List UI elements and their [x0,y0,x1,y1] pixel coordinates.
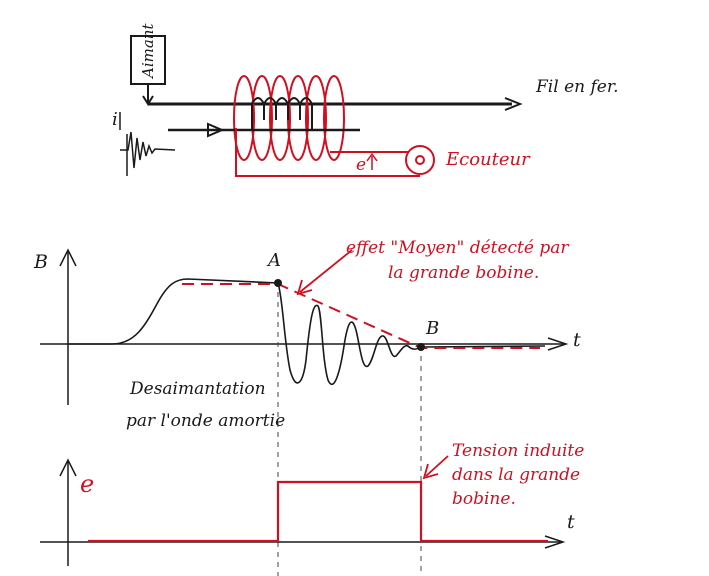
coil-setup-sketch: Aimant Fil en fer. i [112,23,619,177]
wire-label: Fil en fer. [535,77,619,97]
mean-effect-note-line1: effet "Moyen" détecté par [346,238,569,258]
demag-note-line1: Desaimantation [129,379,266,399]
earphone-label: Ecouteur [445,149,531,170]
b-graph: B t A B effet "Moyen" détecté par la gra… [33,238,581,576]
earphone-icon [405,145,435,175]
e-pulse [88,480,548,543]
mean-effect-pointer [299,249,353,293]
coil-output-loop [235,128,420,177]
point-b-label: B [425,318,439,339]
b-mean-effect [182,283,540,349]
emf-label: e [356,155,366,175]
b-axis-x-label: t [573,329,581,351]
iron-wire-arrowhead [504,97,523,111]
e-graph: e t Tension induite dans la grande bobin… [40,441,584,566]
induced-voltage-pointer [425,455,449,477]
point-a-label: A [266,250,281,271]
point-a-marker [274,279,282,287]
b-axis-y-label: B [33,251,48,273]
damped-burst-icon [120,131,176,169]
induced-voltage-note-line3: bobine. [452,489,516,509]
current-label: i [112,109,118,130]
induced-voltage-note-line1: Tension induite [452,441,584,461]
b-curve [68,278,546,386]
e-axis-y-label: e [80,470,94,498]
e-axis-x-label: t [567,511,575,533]
induced-voltage-note-line2: dans la grande [452,465,580,485]
mean-effect-note-line2: la grande bobine. [388,263,539,283]
emf-arrow [366,152,378,170]
demag-note-line2: par l'onde amortie [126,411,285,431]
magnet-label: Aimant [139,23,157,80]
small-coil [251,97,313,130]
point-b-marker [417,343,425,351]
